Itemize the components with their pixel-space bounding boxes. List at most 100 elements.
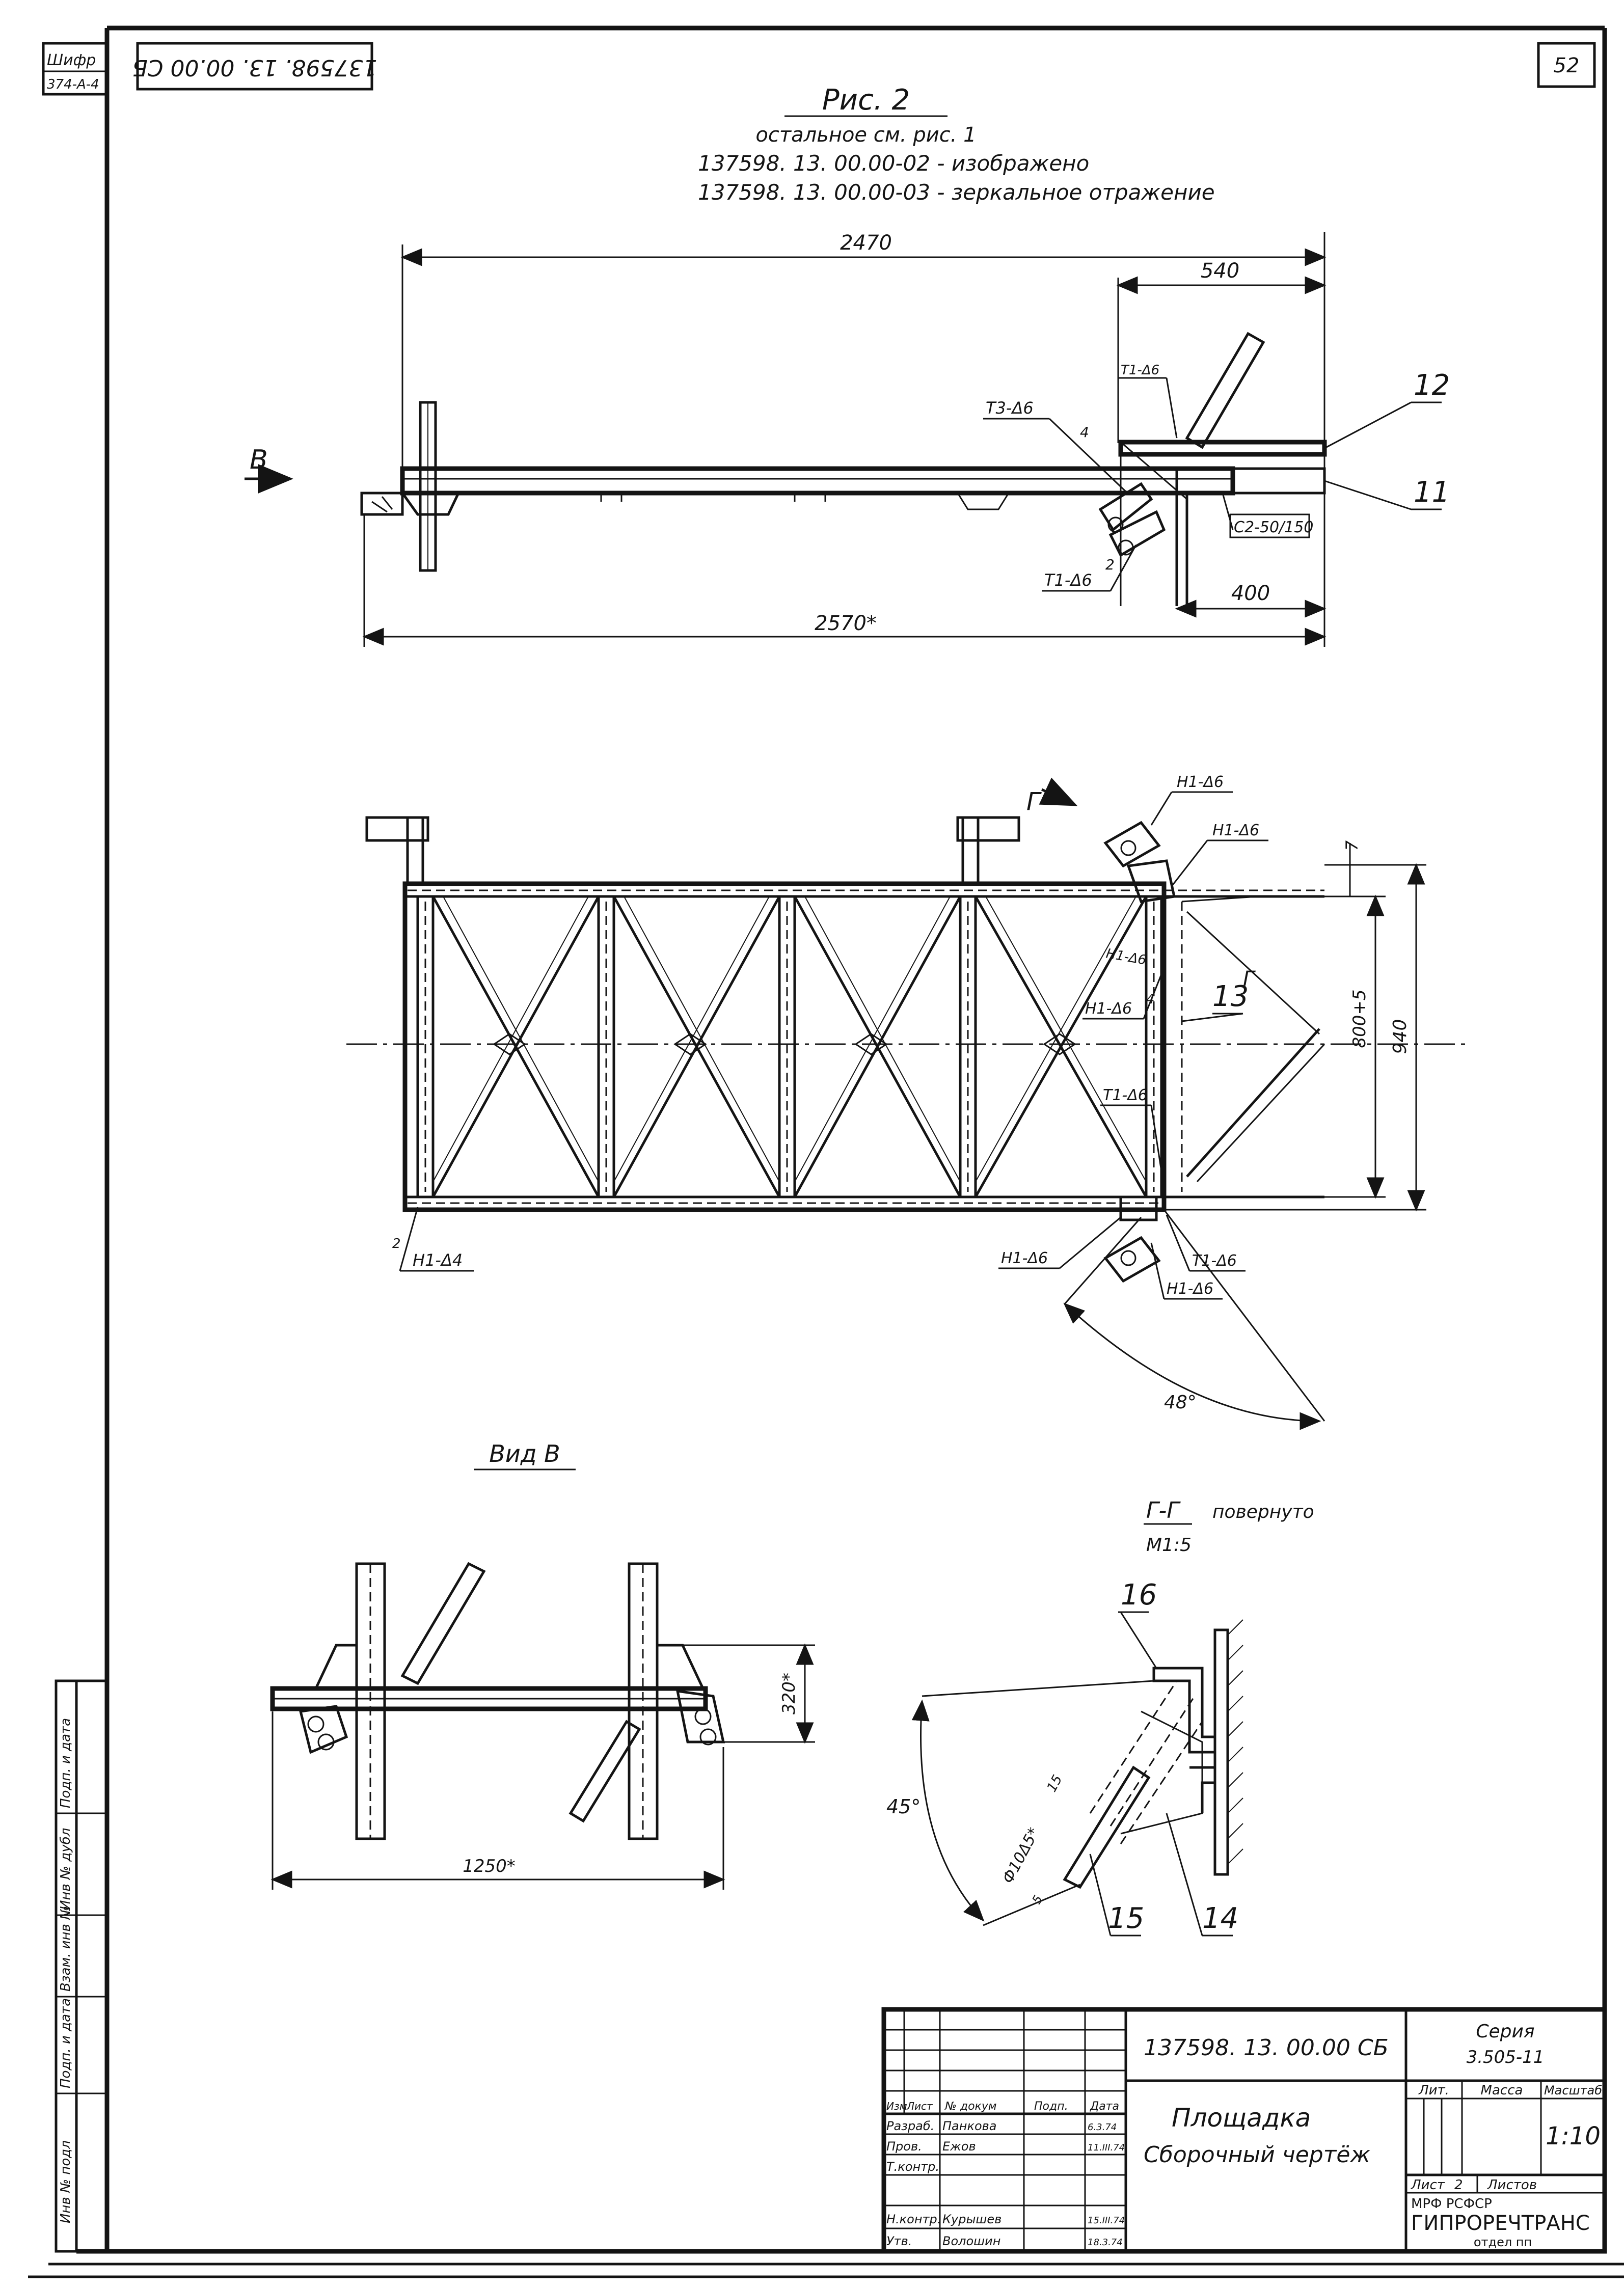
dim-15: 15: [1044, 1773, 1066, 1794]
tb-col-mass: Масса: [1481, 2083, 1523, 2098]
strip-cell-1: Инв № подл: [58, 2140, 73, 2223]
left-strip-table: Инв № подл Подп. и дата Взам. инв № Инв …: [55, 1679, 109, 2253]
code-label: Шифр: [47, 51, 96, 69]
weld-t1-mid: Т1-Δ6: [1103, 1086, 1148, 1104]
weld-h1-bot1: Н1-Δ6: [1001, 1249, 1048, 1267]
pos-14: 14: [1202, 1902, 1238, 1935]
head-izm: Изм: [886, 2100, 907, 2112]
dim-400: 400: [1231, 582, 1270, 605]
role-1: Разраб.: [886, 2119, 934, 2133]
dim-940: 940: [1390, 1019, 1411, 1054]
pos-11: 11: [1414, 476, 1450, 509]
weld-h1-bot2: Н1-Δ6: [1167, 1280, 1213, 1298]
section-mark-top: Г: [1026, 787, 1042, 816]
role-4: Н.контр.: [886, 2212, 941, 2226]
weld-leg-4: 4: [1080, 424, 1089, 441]
dim-7: 7: [1342, 840, 1362, 851]
tb-col-scale: Масштаб: [1544, 2083, 1602, 2098]
section-mark-right: Г: [1243, 967, 1256, 991]
variant-mirrored: 137598. 13. 00.00-03 - зеркальное отраже…: [698, 180, 1215, 205]
section-gg-scale: М1:5: [1146, 1535, 1192, 1556]
date-4: 15.III.74: [1088, 2215, 1125, 2226]
tb-name-2: Сборочный чертёж: [1144, 2142, 1370, 2168]
plan-cross-braces: [431, 895, 1148, 1198]
tb-org-1: МРФ РСФСР: [1411, 2196, 1492, 2212]
strip-cell-2: Подп. и дата: [58, 1998, 73, 2088]
tb-org-2: ГИПРОРЕЧТРАНС: [1411, 2212, 1590, 2235]
strip-cell-4: Инв № дубл: [58, 1828, 73, 1910]
role-5: Утв.: [886, 2234, 912, 2248]
section-gg: Г-Г М1:5 повернуто 16 15 14 45° Ф10Δ5* 1…: [886, 1497, 1314, 1937]
tb-col-lit: Лит.: [1418, 2083, 1449, 2098]
sheet-frame: [28, 25, 1624, 2278]
name-5: Волошин: [942, 2234, 1000, 2248]
tb-sheet-label: Лист: [1411, 2177, 1445, 2193]
variant-shown: 137598. 13. 00.00-02 - изображено: [698, 151, 1089, 176]
weld-h1-mid: Н1-Δ6: [1085, 1000, 1132, 1018]
plan-view: Г Г 13 7 800+5 940 48° Н1-Δ6 Н1-Δ6 Н1-Δ6: [346, 773, 1467, 1430]
pos-12: 12: [1414, 369, 1450, 402]
tb-sheets-label: Листов: [1487, 2177, 1537, 2193]
plan-leg-4: 4: [1146, 992, 1155, 1007]
head-list: Лист: [906, 2100, 933, 2112]
title-block: Изм Лист № докум Подп. Дата Разраб. Панк…: [881, 2007, 1607, 2254]
figure-note: остальное см. рис. 1: [755, 123, 976, 147]
date-1: 6.3.74: [1088, 2122, 1117, 2133]
view-b-title: Вид В: [489, 1440, 560, 1467]
weld-t1-bottom: Т1-Δ6: [1044, 570, 1092, 590]
date-2: 11.III.74: [1088, 2142, 1125, 2153]
strip-cell-5: Подп. и дата: [58, 1718, 73, 1808]
name-2: Ежов: [942, 2139, 976, 2154]
head-date: Дата: [1090, 2100, 1119, 2113]
dim-2570: 2570*: [815, 612, 877, 635]
weld-t1-top: Т1-Δ6: [1121, 363, 1159, 378]
weld-h1-side: Н1-Δ6: [1105, 946, 1148, 968]
pos-15: 15: [1108, 1902, 1144, 1935]
dim-320: 320*: [779, 1673, 799, 1714]
weld-h1-top1: Н1-Δ6: [1177, 773, 1224, 791]
tb-series-label: Серия: [1476, 2021, 1534, 2042]
dim-800: 800+5: [1349, 989, 1370, 1048]
pos-13: 13: [1212, 980, 1249, 1013]
view-arrow-label: В: [250, 445, 268, 475]
tb-designation: 137598. 13. 00.00 СБ: [1144, 2035, 1389, 2061]
figure-header: Рис. 2 остальное см. рис. 1 137598. 13. …: [698, 84, 1215, 205]
rotated-designation-box: 137598. 13. 00.00 СБ: [132, 42, 377, 91]
dim-bolt: Ф10Δ5*: [999, 1825, 1043, 1887]
tb-scale-value: 1:10: [1546, 2122, 1601, 2150]
angle-48: 48°: [1164, 1392, 1197, 1413]
role-2: Пров.: [886, 2139, 922, 2154]
code-value: 374-А-4: [47, 77, 99, 92]
tb-series-value: 3.505-11: [1467, 2047, 1545, 2067]
section-gg-title: Г-Г: [1146, 1497, 1181, 1523]
rotated-designation: 137598. 13. 00.00 СБ: [132, 55, 377, 80]
side-view: 2470 540 400: [245, 231, 1450, 647]
tb-name-1: Площадка: [1172, 2103, 1311, 2133]
tb-org-3: отдел пп: [1474, 2235, 1532, 2249]
head-sign: Подп.: [1034, 2100, 1068, 2113]
dim-2470: 2470: [840, 231, 892, 255]
weld-t3: Т3-Δ6: [986, 398, 1034, 418]
plan-leg-2: 2: [392, 1236, 401, 1251]
weld-leg-2: 2: [1105, 556, 1115, 573]
view-b: Вид В 320* 1250*: [270, 1440, 815, 1890]
corner-code-stamp: Шифр 374-А-4: [42, 42, 109, 96]
role-3: Т.контр.: [886, 2160, 939, 2174]
sheet-number: 52: [1554, 54, 1580, 77]
pos-16: 16: [1121, 1578, 1157, 1612]
figure-title: Рис. 2: [822, 84, 910, 117]
plan-bays: [416, 895, 1163, 1199]
angle-45: 45°: [886, 1795, 921, 1818]
channel-label: С2-50/150: [1234, 519, 1313, 536]
weld-t1-bot: Т1-Δ6: [1192, 1252, 1237, 1270]
dim-1250: 1250*: [463, 1856, 516, 1876]
dim-540: 540: [1201, 259, 1239, 283]
weld-h1-top2: Н1-Δ6: [1212, 822, 1259, 839]
weld-h1-bl: Н1-Δ4: [413, 1250, 463, 1270]
name-4: Курышев: [942, 2212, 1002, 2226]
section-gg-note: повернуто: [1212, 1502, 1314, 1522]
name-1: Панкова: [942, 2119, 996, 2133]
head-doc: № докум: [944, 2100, 996, 2113]
